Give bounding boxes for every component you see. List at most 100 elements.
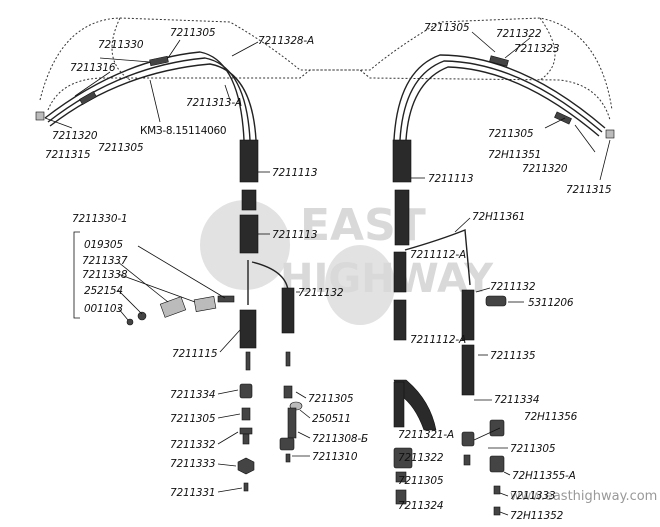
- label-7211135: 7211135: [490, 350, 536, 362]
- label-7211333-left: 7211333: [170, 458, 215, 470]
- tube-right-upper: [394, 189, 410, 246]
- label-7211132-right: 7211132: [490, 281, 536, 293]
- label-7211315-right: 7211315: [566, 184, 612, 196]
- label-250511: 250511: [312, 413, 351, 425]
- left-cable-assembly: [35, 51, 257, 141]
- part-7211334-left: [239, 383, 253, 399]
- label-7211132-left: 7211132: [298, 287, 344, 299]
- tube-7211112a-1: [393, 251, 407, 293]
- label-7211323: 7211323: [514, 43, 559, 55]
- label-7211305-bottom-bottom: 7211305: [398, 475, 444, 487]
- rod-left: [245, 351, 251, 371]
- label-km3: КМЗ-8.15114060: [140, 125, 226, 137]
- tube-7211112a-2: [393, 299, 407, 341]
- tube-7211113-a: [239, 139, 259, 183]
- part-7211332-head: [239, 427, 253, 435]
- right-cable-72h11361: [404, 229, 471, 286]
- tube-7211132-right: [461, 289, 475, 341]
- part-001103: [126, 318, 134, 326]
- label-72h11361: 72Н11361: [472, 211, 525, 223]
- label-7211333-right: 7211333: [510, 490, 555, 502]
- label-7211112a-1: 7211112-А: [410, 249, 466, 261]
- label-7211316: 7211316: [70, 62, 116, 74]
- part-7211333-left: [237, 457, 255, 475]
- left-cable-1: [44, 51, 245, 141]
- label-7211305-bottom-middle: 7211305: [308, 393, 354, 405]
- label-7211305-top-left: 7211305: [170, 27, 216, 39]
- left-clamp-2: [149, 55, 169, 67]
- part-7211334-right: [461, 431, 475, 447]
- label-7211308b: 7211308-Б: [312, 433, 368, 445]
- part-7211321a: [393, 379, 437, 431]
- leader-lines: [44, 31, 611, 516]
- label-7211320-left: 7211320: [52, 130, 98, 142]
- part-7211333-right: [493, 485, 501, 495]
- frame-bottom-line: [47, 69, 611, 121]
- part-7211322-b: [393, 447, 413, 469]
- group-bracket-line: [73, 231, 80, 319]
- part-7211338: [193, 296, 217, 312]
- label-7211334-right: 7211334: [494, 394, 539, 406]
- part-7211332-shank: [242, 433, 250, 445]
- label-7211315-left: 7211315: [45, 149, 91, 161]
- part-labels: 7211330 7211305 7211328-А 7211316 721131…: [45, 22, 612, 522]
- label-019305: 019305: [84, 239, 123, 251]
- right-clamp-1: [489, 55, 509, 67]
- part-7211310: [285, 453, 291, 463]
- label-7211305-bottom-right: 7211305: [510, 443, 556, 455]
- label-7211338: 7211338: [82, 269, 128, 281]
- watermark-blob-right: [325, 245, 395, 325]
- tube-7211132-left: [281, 287, 295, 334]
- part-7211305-bm: [283, 385, 293, 399]
- label-72h11352: 72Н11352: [510, 510, 564, 522]
- right-cable-3: [405, 66, 600, 141]
- right-cable-2: [399, 60, 603, 141]
- label-7211321a: 7211321-А: [398, 429, 454, 441]
- tube-7211113-c: [392, 139, 412, 183]
- label-7211328a: 7211328-А: [258, 35, 314, 47]
- part-252154: [137, 311, 147, 321]
- tube-joint-a: [241, 189, 257, 211]
- left-clamp-1: [79, 90, 97, 106]
- left-end-fitting: [35, 111, 45, 121]
- label-7211322-bottom: 7211322: [398, 452, 444, 464]
- label-7211324: 7211324: [398, 500, 443, 512]
- watermark-url: www.easthighway.com: [510, 489, 657, 504]
- part-7211305-br-small: [463, 454, 471, 466]
- label-7211332: 7211332: [170, 439, 216, 451]
- label-5311206: 5311206: [528, 297, 574, 309]
- label-7211113-a: 7211113: [272, 167, 317, 179]
- label-7211115: 7211115: [172, 348, 218, 360]
- label-7211305-top-right: 7211305: [424, 22, 470, 34]
- bracket-group: [73, 231, 235, 326]
- label-7211305-right: 7211305: [488, 128, 534, 140]
- label-7211330: 7211330: [98, 39, 144, 51]
- right-end-fitting: [605, 129, 615, 139]
- part-72h11356: [489, 419, 505, 437]
- tube-7211113-b: [239, 214, 259, 254]
- label-7211113-b: 7211113: [272, 229, 317, 241]
- right-cable-assembly: [393, 54, 615, 141]
- part-7211321a-arm: [393, 381, 405, 428]
- rod-middle: [285, 351, 291, 367]
- label-7211337: 7211337: [82, 255, 128, 267]
- label-7211112a-2: 7211112-А: [410, 334, 466, 346]
- label-7211331: 7211331: [170, 487, 215, 499]
- part-7211331: [243, 482, 249, 492]
- part-7211308b-head: [279, 437, 295, 451]
- frame-right-arch: [539, 17, 556, 81]
- part-019305: [217, 295, 235, 303]
- part-72h11355a: [489, 455, 505, 473]
- part-7211308b: [287, 407, 297, 439]
- frame-outline: [39, 17, 613, 121]
- label-7211113-c: 7211113: [428, 173, 473, 185]
- label-001103: 001103: [84, 303, 123, 315]
- right-cable-1: [393, 54, 606, 141]
- part-72h11352: [493, 506, 501, 516]
- right-clamp-2: [554, 111, 572, 125]
- label-7211322: 7211322: [496, 28, 542, 40]
- label-7211334-left: 7211334: [170, 389, 215, 401]
- label-72h11351: 72Н11351: [488, 149, 541, 161]
- label-7211305-bottom-left: 7211305: [170, 413, 216, 425]
- part-5311206: [485, 295, 507, 307]
